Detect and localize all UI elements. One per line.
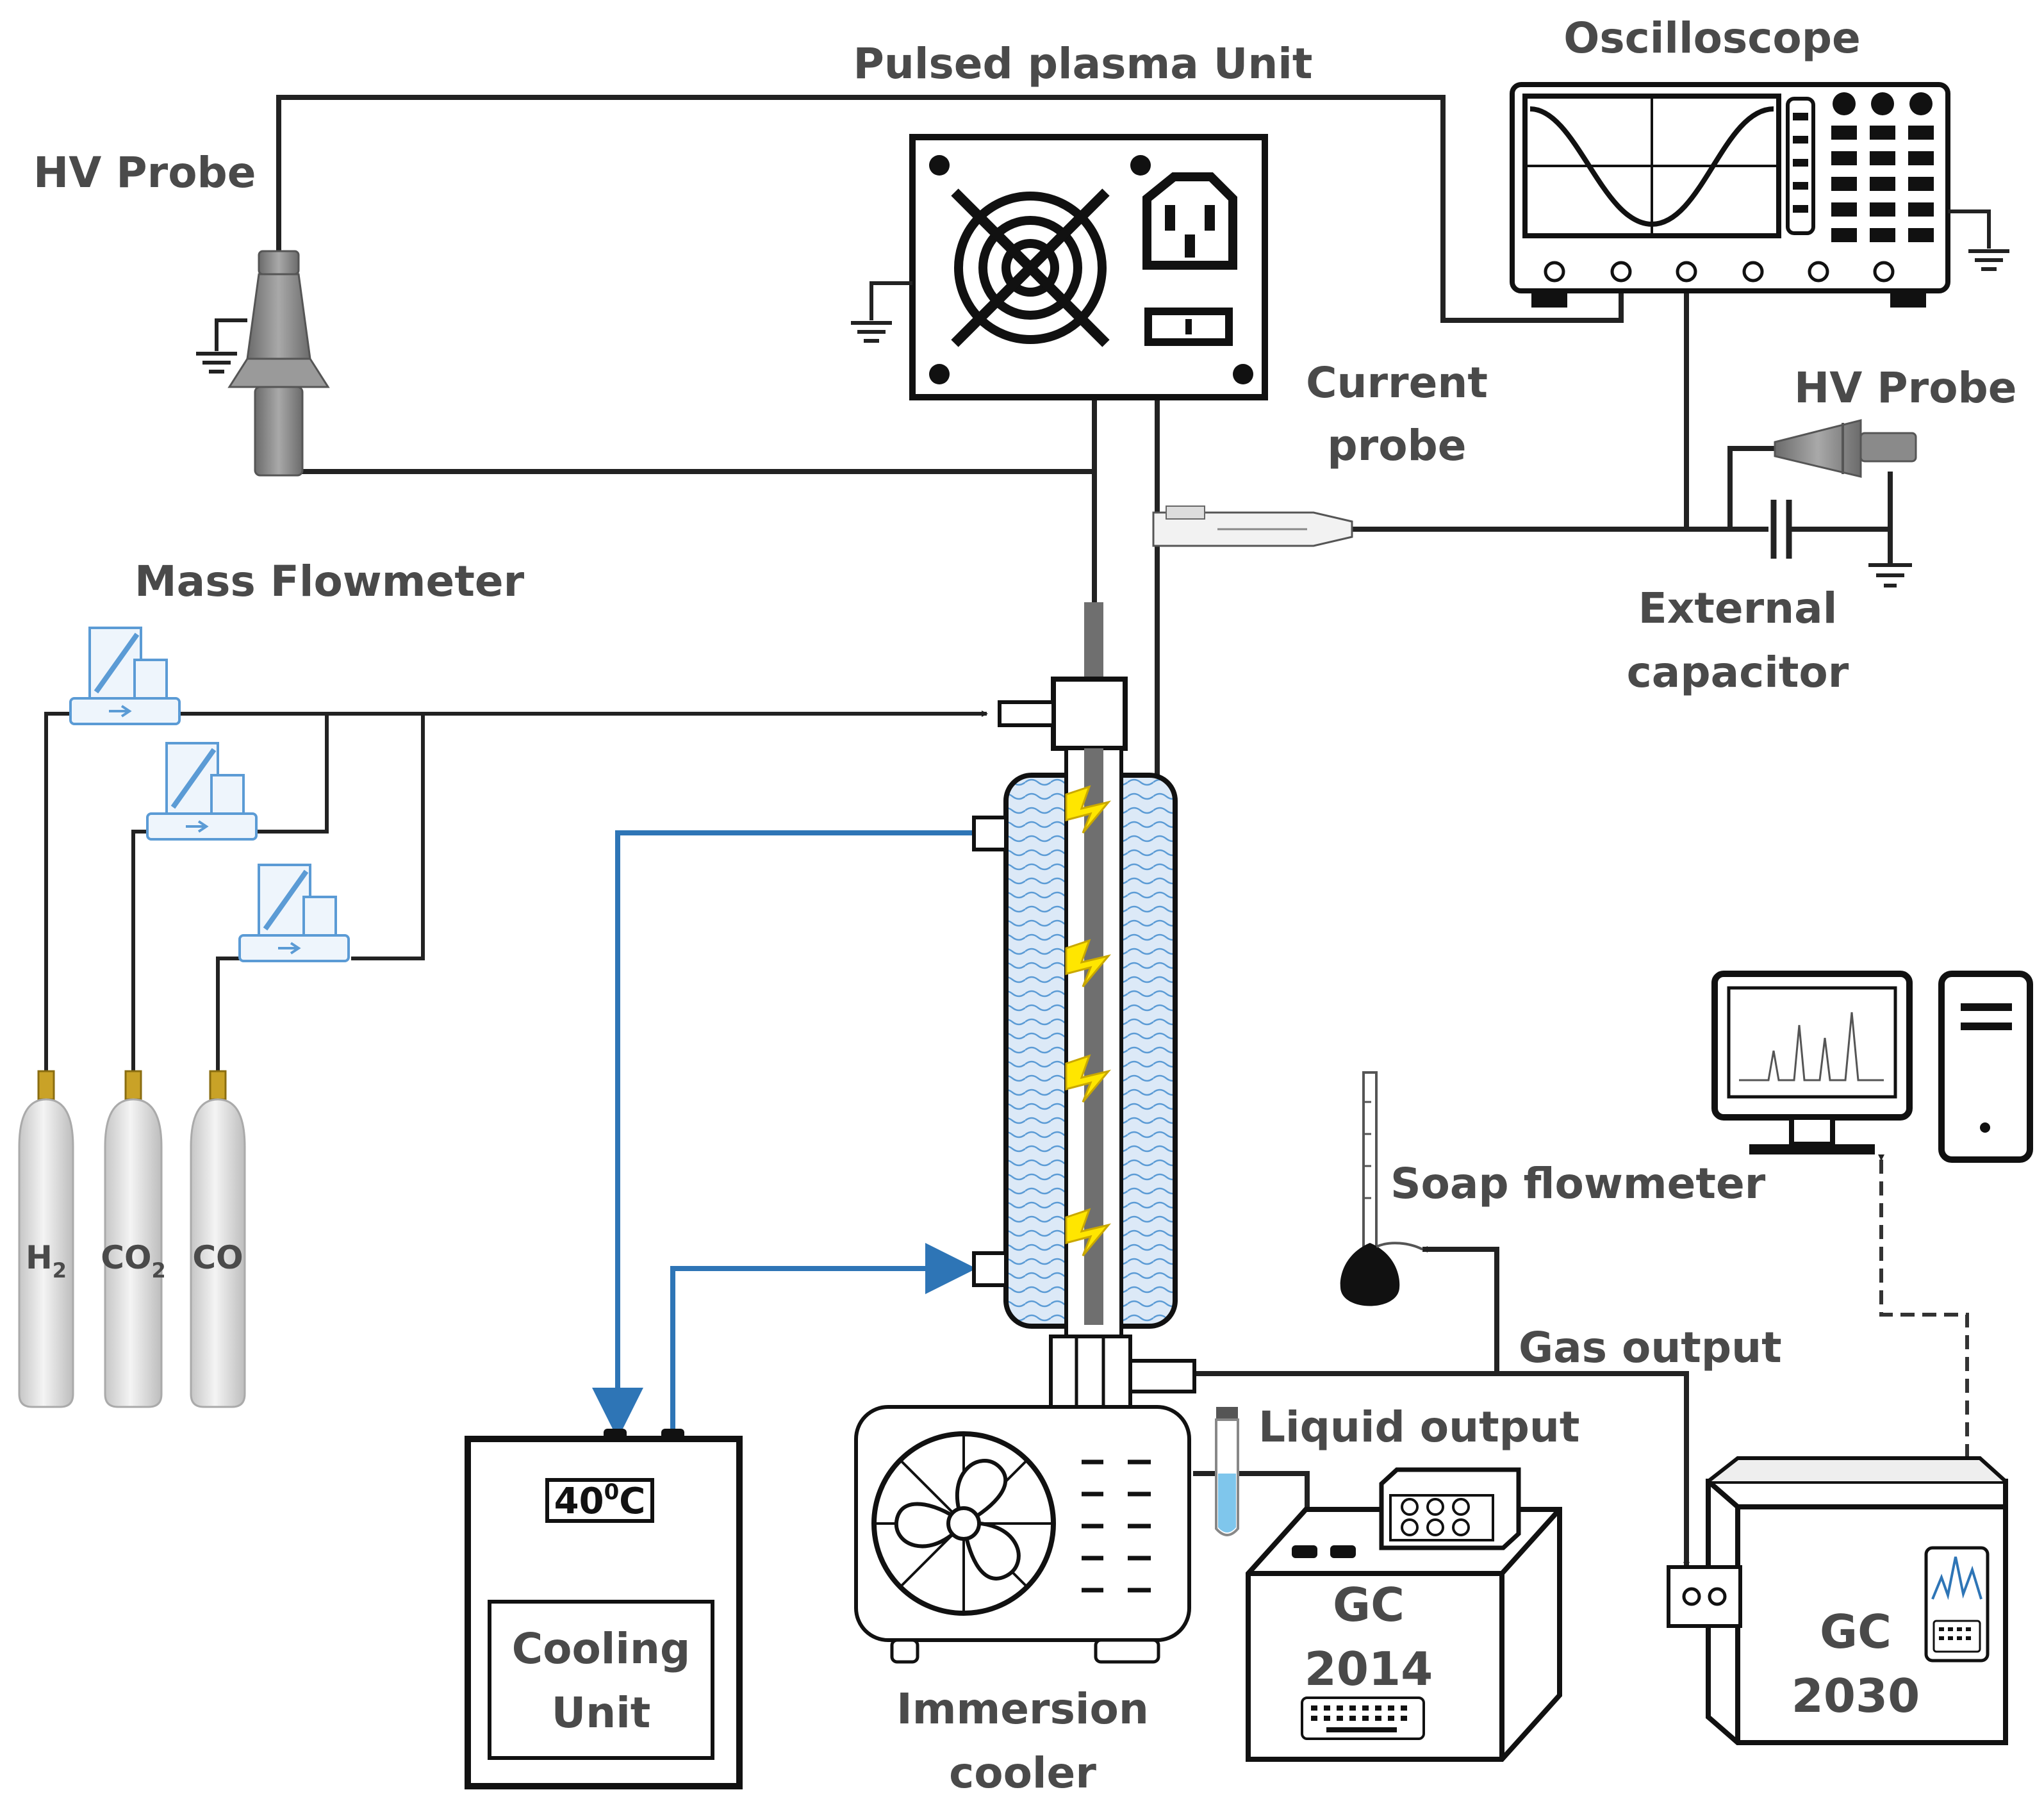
- mass-flowmeter-label: Mass Flowmeter: [135, 557, 525, 606]
- fan-icon: [871, 1431, 1056, 1616]
- current-probe-label-1: Current: [1306, 358, 1488, 407]
- mass-flowmeter-2: [146, 742, 258, 841]
- hv-probe-right-label: HV Probe: [1794, 363, 2017, 413]
- ground-icon: [1948, 209, 2009, 271]
- keyboard-icon: [1933, 1620, 1981, 1653]
- mass-flowmeter-3: [238, 864, 350, 962]
- mass-flowmeters: [69, 627, 350, 962]
- gc-2030-label-1: GC: [1820, 1605, 1892, 1659]
- cooling-unit: [465, 1429, 743, 1789]
- gc-2014-label-2: 2014: [1305, 1642, 1433, 1696]
- external-capacitor: [1768, 500, 1912, 587]
- hv-probe-left-label: HV Probe: [33, 148, 256, 197]
- hv-probe-left: [196, 250, 330, 477]
- external-capacitor-label-2: capacitor: [1627, 648, 1849, 697]
- gas-cylinders: H2 CO2 CO: [18, 1070, 246, 1408]
- hv-probe-right: [1774, 419, 1917, 478]
- pulsed-plasma-unit: [851, 134, 1268, 400]
- signal-wires: [44, 95, 1893, 1568]
- monitor-icon: [1711, 971, 1913, 1154]
- cooling-water-lines: [592, 830, 977, 1439]
- immersion-cooler: [854, 1405, 1191, 1664]
- oscilloscope: [1510, 82, 2009, 308]
- power-socket-icon: [1142, 172, 1237, 346]
- immersion-cooler-label-2: cooler: [949, 1748, 1096, 1798]
- gas-output-label: Gas output: [1519, 1323, 1782, 1372]
- computer: [1711, 971, 2033, 1163]
- mass-flowmeter-1: [69, 627, 181, 725]
- cylinder-label-h2: H2: [26, 1239, 67, 1283]
- spark-icon: [1065, 785, 1112, 1256]
- test-tube: [1215, 1407, 1239, 1536]
- cooling-unit-label-2: Unit: [552, 1688, 651, 1737]
- pulsed-plasma-unit-label: Pulsed plasma Unit: [853, 39, 1313, 88]
- cooling-unit-label-1: Cooling: [512, 1624, 691, 1673]
- data-link: [1878, 1154, 1970, 1483]
- cylinder-label-co2: CO2: [101, 1239, 165, 1283]
- gc-2030: [1667, 1456, 2008, 1745]
- gas-cylinder-co: CO: [190, 1070, 246, 1408]
- ground-icon: [851, 281, 912, 343]
- current-probe: [1152, 505, 1353, 547]
- gc-2014-label-1: GC: [1333, 1578, 1405, 1632]
- gas-cylinder-co2: CO2: [101, 1070, 166, 1408]
- ground-icon: [1868, 563, 1912, 587]
- gc-2014: [1246, 1467, 1562, 1762]
- external-capacitor-label-1: External: [1638, 584, 1838, 633]
- gc-2030-label-2: 2030: [1792, 1669, 1920, 1723]
- liquid-output-label: Liquid output: [1258, 1402, 1579, 1452]
- gas-cylinder-h2: H2: [18, 1070, 74, 1408]
- oscilloscope-label: Oscilloscope: [1563, 13, 1860, 63]
- current-probe-label-2: probe: [1327, 421, 1466, 470]
- soap-flowmeter-label: Soap flowmeter: [1390, 1159, 1766, 1208]
- cylinder-label-co: CO: [192, 1239, 243, 1276]
- cooling-unit-temp: 400C: [554, 1479, 646, 1522]
- keyboard-icon: [1301, 1696, 1425, 1740]
- soap-flowmeter: [1340, 1071, 1423, 1306]
- plasma-reactor: [972, 602, 1196, 1409]
- ground-icon: [196, 318, 247, 374]
- fan-icon: [951, 188, 1110, 347]
- immersion-cooler-label-1: Immersion: [896, 1684, 1149, 1734]
- pc-tower-icon: [1938, 971, 2033, 1163]
